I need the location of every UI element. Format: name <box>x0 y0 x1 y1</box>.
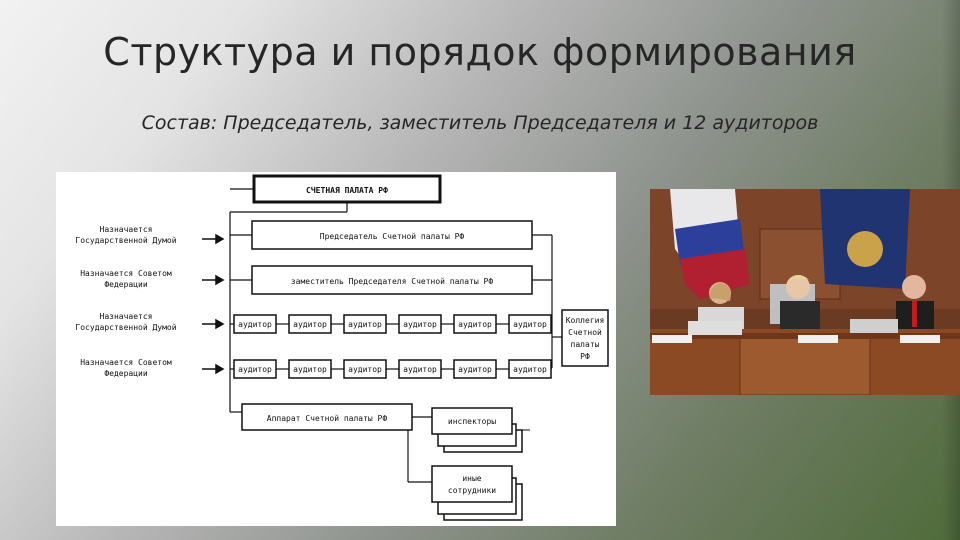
auditor-label: аудитор <box>293 320 327 329</box>
top-box-label: СЧЕТНАЯ ПАЛАТА РФ <box>306 186 388 195</box>
slide-title: Структура и порядок формирования <box>103 30 857 74</box>
collegium-line1: Коллегия <box>566 316 605 325</box>
meeting-photo <box>650 189 960 395</box>
collegium-line2: Счетной <box>568 328 602 337</box>
auditor-row-1: аудитор аудитор аудитор аудитор аудитор аудит… <box>230 314 552 334</box>
left-label-1-line2: Государственной Думой <box>75 236 176 245</box>
left-label-4-line2: Федерации <box>104 369 148 378</box>
auditor-label: аудитор <box>458 365 492 374</box>
apparatus-label: Аппарат Счетной палаты РФ <box>267 414 388 423</box>
staff-line1: иные <box>462 474 481 483</box>
auditor-label: аудитор <box>513 365 547 374</box>
deputy-box <box>251 265 533 295</box>
apparatus-box <box>241 403 413 431</box>
left-label-2-line1: Назначается Советом <box>80 269 172 278</box>
left-label-1-line1: Назначается <box>100 225 153 234</box>
deputy-label: заместитель Председателя Счетной палаты … <box>291 277 493 286</box>
collegium-line4: РФ <box>580 352 590 361</box>
chairman-label: Председатель Счетной палаты РФ <box>320 232 465 241</box>
auditor-label: аудитор <box>348 320 382 329</box>
left-label-2-line2: Федерации <box>104 280 148 289</box>
slide-subtitle: Состав: Председатель, заместитель Предсе… <box>141 112 819 134</box>
left-label-4-line1: Назначается Советом <box>80 358 172 367</box>
staff-box <box>431 465 513 503</box>
auditor-label: аудитор <box>348 365 382 374</box>
collegium-box <box>561 309 609 367</box>
left-label-3-line2: Государственной Думой <box>75 323 176 332</box>
auditor-label: аудитор <box>403 320 437 329</box>
left-label-3-line1: Назначается <box>100 312 153 321</box>
inspectors-label: инспекторы <box>448 417 496 426</box>
auditor-label: аудитор <box>238 365 272 374</box>
auditor-label: аудитор <box>513 320 547 329</box>
staff-line2: сотрудники <box>448 486 496 495</box>
auditor-label: аудитор <box>458 320 492 329</box>
auditor-row-2: аудитор аудитор аудитор аудитор аудитор аудит… <box>230 359 552 379</box>
auditor-label: аудитор <box>238 320 272 329</box>
structure-diagram: СЧЕТНАЯ ПАЛАТА РФ Председатель Счетной п… <box>56 172 616 526</box>
collegium-line3: палаты <box>571 340 600 349</box>
auditor-label: аудитор <box>293 365 327 374</box>
auditor-label: аудитор <box>403 365 437 374</box>
inspectors-box <box>431 407 513 435</box>
